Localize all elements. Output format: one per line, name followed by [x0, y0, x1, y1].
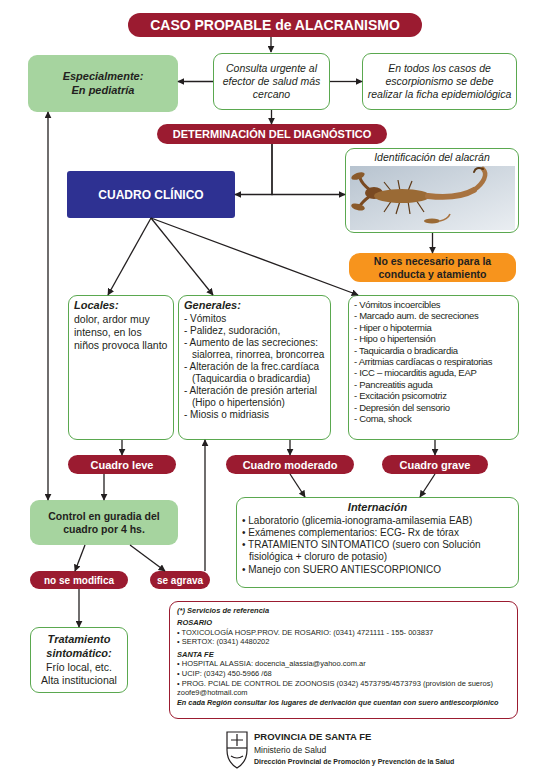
- office-name: Dirección Provincial de Promoción y Prev…: [254, 758, 454, 765]
- node-detail: - Hiper o hipotermia: [354, 322, 513, 333]
- flow-arrow: [151, 218, 358, 295]
- ministry-name: Ministerio de Salud: [254, 745, 326, 755]
- node-text: - Vómitos incoercibles: [354, 299, 513, 310]
- node-detail: - Alteración de presión arterial (Hipo o…: [184, 385, 325, 409]
- node-text: (*) Servicios de referencia: [177, 606, 510, 615]
- moderate-band: Cuadro moderado: [226, 455, 354, 474]
- node-detail: • Exámenes complementarios: ECG- Rx de t…: [242, 527, 513, 539]
- node-detail: dolor, ardor muy intenso, en los niños p…: [74, 313, 168, 352]
- node-detail: • HOSPITAL ALASSIA: docencia_alassia@yah…: [177, 659, 510, 669]
- severe-band: Cuadro grave: [382, 455, 488, 474]
- flow-arrow: [235, 144, 272, 195]
- node-detail: En cada Región consultar los lugares de …: [177, 698, 510, 707]
- consult-box: Consulta urgente al efector de salud más…: [213, 53, 330, 110]
- node-text: Internación: [242, 501, 513, 515]
- node-detail: En pediatría: [72, 84, 135, 98]
- flow-arrow: [103, 474, 104, 500]
- province-logo: [227, 732, 247, 768]
- identification-box: Identificación del alacrán: [345, 148, 519, 233]
- node-detail: • SERTOX: (0341) 4480202: [177, 637, 510, 647]
- unchanged-band: no se modifica: [30, 571, 128, 589]
- title-leader: [270, 37, 271, 52]
- node-text: Cuadro moderado: [243, 459, 338, 471]
- flow-arrow: [178, 81, 213, 82]
- node-text: Control en guradia del cuadro por 4 hs.: [34, 510, 174, 535]
- node-detail: - Arritmias cardíacas o respiratorias: [354, 356, 513, 367]
- node-detail: SANTA FE: [177, 650, 510, 659]
- node-text: Cuadro grave: [400, 459, 471, 471]
- node-detail: • TOXICOLOGÍA HOSP.PROV. DE ROSARIO: (03…: [177, 628, 510, 638]
- node-detail: - Taquicardia o bradicardia: [354, 345, 513, 356]
- node-text: En todos los casos de escorpionismo se d…: [367, 62, 512, 101]
- node-detail: ROSARIO: [177, 618, 510, 627]
- node-text: se agrava: [157, 575, 203, 586]
- node-detail: • Laboratorio (glicemia-ionograma-amilas…: [242, 515, 513, 527]
- node-detail: - Palidez, sudoración,: [184, 325, 325, 337]
- observation-box: Control en guradia del cuadro por 4 hs.: [30, 500, 178, 545]
- note-band: No es necesario para la conducta y atami…: [349, 253, 516, 282]
- flow-arrow: [272, 144, 345, 195]
- title-text: CASO PROPABLE de ALACRANISMO: [150, 17, 400, 33]
- node-detail: - Vómitos: [184, 313, 325, 325]
- flow-arrow: [151, 218, 213, 295]
- node-detail: - Excitación psicomotriz: [354, 390, 513, 401]
- node-text: Generales:: [184, 299, 325, 313]
- node-detail: - Hipo o hipertensión: [354, 333, 513, 344]
- flow-arrow: [432, 233, 433, 253]
- flow-arrow: [204, 440, 205, 571]
- node-detail: - Marcado aum. de secreciones: [354, 310, 513, 321]
- node-detail: Alta institucional: [41, 674, 117, 687]
- node-text: no se modifica: [44, 575, 114, 586]
- node-detail: - Coma, shock: [354, 413, 513, 424]
- flow-arrow: [290, 474, 305, 497]
- clinical-box: CUADRO CLÍNICO: [67, 171, 235, 218]
- flow-arrow: [420, 474, 435, 497]
- node-text: Consulta urgente al efector de salud más…: [218, 62, 325, 101]
- node-detail: - Aumento de las secreciones: sialorrea,…: [184, 337, 325, 361]
- flow-arrow: [289, 440, 290, 455]
- severe-box: - Vómitos incoercibles- Marcado aum. de …: [348, 295, 519, 440]
- node-text: DETERMINACIÓN DEL DIAGNÓSTICO: [173, 128, 371, 140]
- flow-arrow: [47, 112, 48, 500]
- node-detail: • TRATAMIENTO SINTOMATICO (suero con Sol…: [242, 539, 513, 563]
- title-band: CASO PROPABLE de ALACRANISMO: [128, 13, 422, 37]
- pediatric-note: Especialmente:En pediatría: [28, 55, 178, 112]
- node-text: Especialmente:: [63, 70, 144, 84]
- node-detail: - Miosis o midriasis: [184, 409, 325, 421]
- reference-box: (*) Servicios de referenciaROSARIO• TOXI…: [169, 601, 518, 719]
- record-box: En todos los casos de escorpionismo se d…: [362, 53, 517, 110]
- node-detail: - Pancreatitis aguda: [354, 379, 513, 390]
- treatment-box: Tratamiento sintomático:Frío local, etc.…: [30, 627, 128, 693]
- flow-arrow: [130, 545, 165, 571]
- node-text: CUADRO CLÍNICO: [98, 188, 203, 202]
- general-box: Generales:- Vómitos- Palidez, sudoración…: [178, 295, 331, 440]
- node-detail: - ICC – miocarditis aguda, EAP: [354, 367, 513, 378]
- flow-arrow: [78, 589, 79, 627]
- node-detail: • UCIP: (0342) 450-5966 /68: [177, 669, 510, 679]
- node-detail: - Depresión del sensorio: [354, 402, 513, 413]
- flow-arrow: [434, 440, 435, 455]
- admission-box: Internación• Laboratorio (glicemia-ionog…: [236, 497, 519, 588]
- node-text: Identificación del alacrán: [374, 151, 490, 164]
- flow-arrow: [108, 218, 151, 295]
- worsens-band: se agrava: [150, 571, 210, 589]
- flow-arrow: [121, 440, 122, 455]
- node-detail: • PROG. PCIAL DE CONTROL DE ZOONOSIS (03…: [177, 679, 510, 698]
- flow-arrow: [75, 545, 85, 571]
- node-text: No es necesario para la conducta y atami…: [353, 255, 512, 280]
- node-detail: Frío local, etc.: [46, 661, 112, 674]
- node-text: Tratamiento sintomático:: [35, 633, 123, 661]
- flow-arrow: [330, 81, 362, 82]
- node-text: Locales:: [74, 299, 168, 313]
- mild-band: Cuadro leve: [68, 455, 176, 474]
- local-box: Locales:dolor, ardor muy intenso, en los…: [68, 295, 174, 440]
- province-name: PROVINCIA DE SANTA FE: [254, 731, 371, 742]
- node-text: Cuadro leve: [91, 459, 154, 471]
- flow-arrow: [271, 110, 272, 124]
- diagnosis-band: DETERMINACIÓN DEL DIAGNÓSTICO: [157, 124, 387, 144]
- node-detail: - Alteración de la frec.cardíaca (Taquic…: [184, 361, 325, 385]
- node-detail: • Manejo con SUERO ANTIESCORPIONICO: [242, 564, 513, 576]
